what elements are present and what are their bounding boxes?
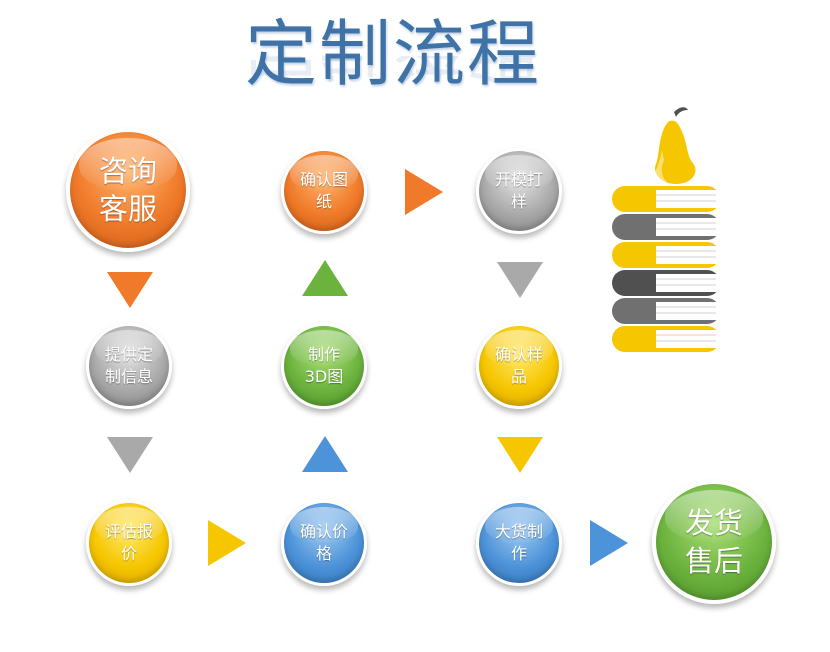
step-consult-label: 咨询 客服 bbox=[98, 154, 157, 226]
page-title: 定制流程 bbox=[244, 12, 541, 96]
step-confirm-sample-node: 确认样 品 bbox=[476, 323, 562, 409]
step-provide-info-label: 提供定 制信息 bbox=[104, 345, 153, 386]
arrow-down-4 bbox=[497, 437, 543, 473]
arrow-up-2 bbox=[302, 260, 348, 296]
step-make-3d-node: 制作 3D图 bbox=[281, 323, 367, 409]
pear-icon bbox=[654, 107, 696, 184]
step-provide-info-node: 提供定 制信息 bbox=[86, 323, 172, 409]
step-confirm-drawing-label: 确认图 纸 bbox=[299, 170, 348, 211]
title-reflection: 定制流程 bbox=[228, 56, 558, 96]
arrow-up-1 bbox=[302, 436, 348, 472]
arrow-right-1 bbox=[208, 520, 246, 566]
step-confirm-sample-label: 确认样 品 bbox=[494, 345, 543, 386]
step-confirm-price-label: 确认价 格 bbox=[299, 522, 348, 563]
arrow-right-2 bbox=[405, 169, 443, 215]
step-evaluate-quote-label: 评估报 价 bbox=[104, 522, 153, 563]
arrow-right-3 bbox=[590, 520, 628, 566]
step-open-mold-node: 开模打 样 bbox=[476, 148, 562, 234]
step-mass-production-label: 大货制 作 bbox=[494, 522, 543, 563]
arrow-down-1 bbox=[107, 272, 153, 308]
books-pear-icon bbox=[612, 107, 720, 352]
arrow-down-3 bbox=[497, 262, 543, 298]
step-make-3d-label: 制作 3D图 bbox=[304, 345, 344, 386]
step-after-sales-node: 发货 售后 bbox=[652, 480, 776, 604]
step-evaluate-quote-node: 评估报 价 bbox=[86, 500, 172, 586]
step-mass-production-node: 大货制 作 bbox=[476, 500, 562, 586]
step-confirm-price-node: 确认价 格 bbox=[281, 500, 367, 586]
arrow-down-2 bbox=[107, 437, 153, 473]
step-after-sales-label: 发货 售后 bbox=[684, 506, 743, 578]
step-open-mold-label: 开模打 样 bbox=[494, 170, 543, 211]
step-confirm-drawing-node: 确认图 纸 bbox=[281, 148, 367, 234]
step-consult-node: 咨询 客服 bbox=[66, 128, 190, 252]
